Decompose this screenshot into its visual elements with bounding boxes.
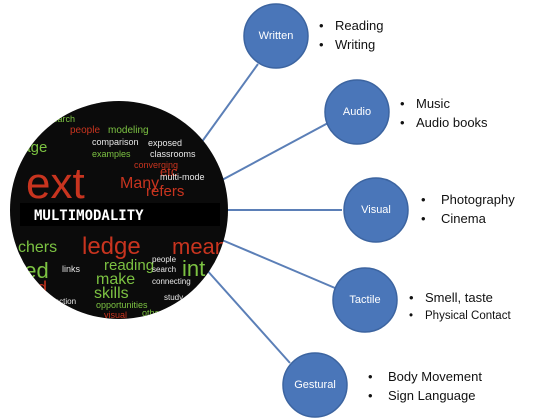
- hub-word: ext: [26, 159, 85, 208]
- hub-word: examples: [92, 149, 131, 159]
- hub-word: ledge: [82, 233, 141, 260]
- hub-word: chers: [18, 239, 57, 256]
- hub-word: converging: [134, 160, 178, 170]
- hub-word: exposed: [148, 138, 182, 148]
- hub-word: Many: [120, 175, 159, 192]
- hub-word: people: [70, 125, 100, 136]
- hub-title: MULTIMODALITY: [34, 208, 144, 224]
- hub-word: people: [152, 255, 177, 264]
- visual-item: Cinema: [421, 209, 515, 228]
- hub-word: search: [152, 265, 176, 274]
- gestural-item: Sign Language: [368, 386, 482, 405]
- connector-audio: [221, 122, 329, 181]
- hub-word: visual: [104, 310, 127, 320]
- hub-word: comparison: [92, 137, 139, 147]
- tactile-item: Physical Contact: [409, 307, 511, 326]
- node-tactile-circle: [332, 267, 398, 333]
- connectors: [200, 63, 342, 364]
- node-tactile: Tactile: [332, 267, 398, 333]
- hub-word: page: [14, 139, 47, 156]
- hub-word-cloud: search people modeling page comparison e…: [10, 101, 228, 320]
- node-gestural-circle: [282, 352, 348, 418]
- node-gestural-label: Gestural: [294, 379, 336, 391]
- connector-tactile: [221, 239, 336, 289]
- hub-word: classrooms: [150, 149, 196, 159]
- gestural-item: Body Movement: [368, 367, 482, 386]
- node-written: Written: [243, 3, 309, 69]
- tactile-item: Smell, taste: [409, 288, 511, 307]
- hub-word: make: [96, 271, 135, 288]
- written-item: Writing: [319, 35, 383, 54]
- hub-word: links: [62, 264, 81, 274]
- gestural-items: Body Movement Sign Language: [368, 367, 482, 405]
- hub-word: int: [182, 256, 205, 281]
- hub-word: multi-mode: [160, 172, 205, 182]
- hub-word: opportunities: [96, 300, 148, 310]
- connector-gestural: [204, 267, 291, 364]
- visual-items: Photography Cinema: [421, 190, 515, 228]
- connector-written: [200, 63, 259, 144]
- visual-item: Photography: [421, 190, 515, 209]
- hub-word: refers: [146, 183, 184, 200]
- hub-title-band: [20, 203, 220, 226]
- hub-word: skills: [94, 285, 129, 302]
- node-audio: Audio: [324, 79, 390, 145]
- audio-item: Audio books: [400, 113, 488, 132]
- hub-word: mad: [12, 278, 47, 298]
- node-written-label: Written: [259, 30, 294, 42]
- node-audio-label: Audio: [343, 106, 371, 118]
- node-visual: Visual: [343, 177, 409, 243]
- hub-word: others: [142, 308, 168, 318]
- hub-word: study: [164, 293, 183, 302]
- hub-word: etc: [160, 164, 178, 179]
- node-written-circle: [243, 3, 309, 69]
- hub-word: reading: [104, 257, 154, 274]
- node-audio-circle: [324, 79, 390, 145]
- written-items: Reading Writing: [319, 16, 383, 54]
- node-tactile-label: Tactile: [349, 294, 380, 306]
- node-visual-label: Visual: [361, 204, 391, 216]
- audio-item: Music: [400, 94, 488, 113]
- audio-items: Music Audio books: [400, 94, 488, 132]
- tactile-items: Smell, taste Physical Contact: [409, 288, 511, 326]
- node-visual-circle: [343, 177, 409, 243]
- written-item: Reading: [319, 16, 383, 35]
- node-gestural: Gestural: [282, 352, 348, 418]
- hub-word: search: [48, 114, 75, 124]
- hub-word: function: [48, 297, 76, 306]
- hub-word: connecting: [152, 277, 191, 286]
- hub-word: modeling: [108, 125, 149, 136]
